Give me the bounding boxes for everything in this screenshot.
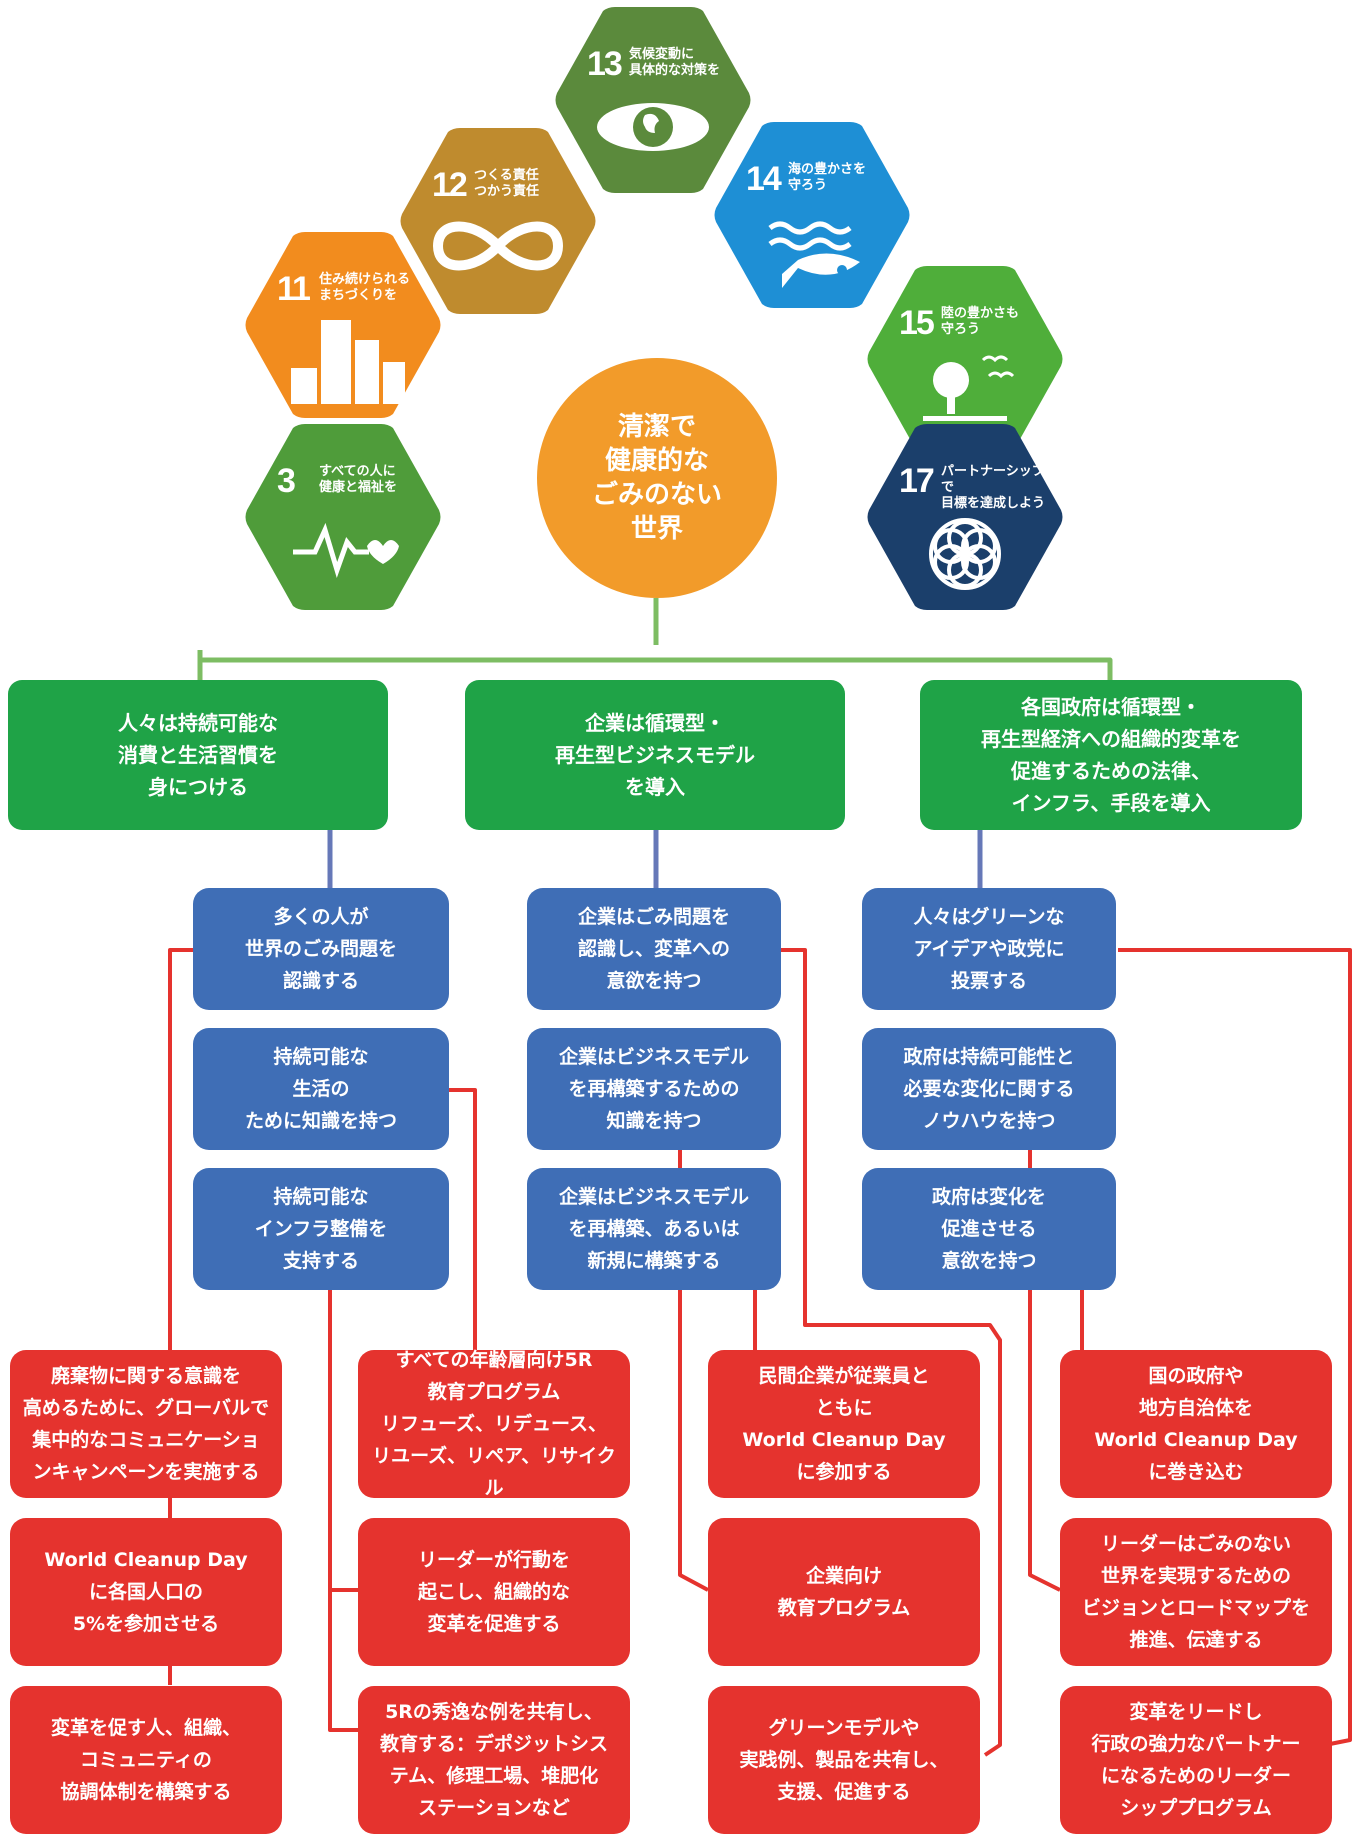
goal-number: 12 — [432, 166, 468, 204]
activity-box-1-2-text: World Cleanup Day に各国人口の 5%を参加させる — [44, 1549, 248, 1635]
condition-box-1-3-text: 持続可能な インフラ整備を 支持する — [254, 1186, 388, 1272]
heartbeat-icon — [245, 424, 441, 610]
outcome-box-3: 各国政府は循環型・ 再生型経済への組織的変革を 促進するための法律、 インフラ、… — [920, 680, 1302, 830]
condition-box-1-2-text: 持続可能な 生活の ために知識を持つ — [244, 1046, 397, 1132]
red-line-c — [328, 1290, 358, 1732]
condition-box-3-2-text: 政府は持続可能性と 必要な変化に関する ノウハウを持つ — [903, 1046, 1075, 1132]
activity-box-2-2-text: リーダーが行動を 起こし、組織的な 変革を促進する — [417, 1549, 570, 1635]
activity-box-1-2: World Cleanup Day に各国人口の 5%を参加させる — [10, 1518, 282, 1666]
red-line-f — [780, 948, 1002, 1757]
outcome-box-3-text: 各国政府は循環型・ 再生型経済への組織的変革を 促進するための法律、 インフラ、… — [981, 695, 1241, 815]
activity-box-2-3: 5Rの秀逸な例を共有し、 教育する：デポジットシス テム、修理工場、堆肥化 ステ… — [358, 1686, 630, 1834]
goal-number: 13 — [587, 45, 623, 83]
infinity-icon — [400, 128, 596, 314]
outcome-box-1: 人々は持続可能な 消費と生活習慣を 身につける — [8, 680, 388, 830]
goal-number: 14 — [746, 160, 782, 198]
activity-box-1-3: 変革を促す人、組織、 コミュニティの 協調体制を構築する — [10, 1686, 282, 1834]
activity-box-4-2-text: リーダーはごみのない 世界を実現するための ビジョンとロードマップを 推進、伝達… — [1081, 1533, 1310, 1651]
condition-box-3-3: 政府は変化を 促進させる 意欲を持つ — [862, 1168, 1116, 1290]
condition-box-1-3: 持続可能な インフラ整備を 支持する — [193, 1168, 449, 1290]
goal-label: 海の豊かさを 守ろう — [788, 162, 867, 193]
activity-box-4-1: 国の政府や 地方自治体を World Cleanup Day に巻き込む — [1060, 1350, 1332, 1498]
outcome-box-2-text: 企業は循環型・ 再生型ビジネスモデル を導入 — [555, 711, 755, 799]
activity-box-2-3-text: 5Rの秀逸な例を共有し、 教育する：デポジットシス テム、修理工場、堆肥化 ステ… — [379, 1701, 608, 1819]
goal-number: 17 — [899, 462, 935, 500]
goal-number: 3 — [277, 462, 296, 500]
red-line-a — [168, 948, 200, 1355]
goal-label: つくる責任 つかう責任 — [474, 168, 540, 199]
city-icon — [245, 232, 441, 418]
condition-box-2-1-text: 企業はごみ問題を 認識し、変革への 意欲を持つ — [577, 906, 730, 992]
goal-3-hexagon: 3 すべての人に 健康と福祉を — [243, 422, 443, 612]
condition-box-3-1: 人々はグリーンな アイデアや政党に 投票する — [862, 888, 1116, 1010]
goal-label: 気候変動に 具体的な対策を — [629, 47, 721, 78]
goal-number: 11 — [277, 270, 311, 308]
eye-globe-icon — [555, 7, 751, 193]
goal-label: すべての人に 健康と福祉を — [319, 464, 398, 495]
condition-box-3-1-text: 人々はグリーンな アイデアや政党に 投票する — [913, 906, 1065, 992]
activity-box-1-3-text: 変革を促す人、組織、 コミュニティの 協調体制を構築する — [50, 1717, 241, 1803]
goal-11-hexagon: 11 住み続けられる まちづくりを — [243, 230, 443, 420]
goal-number: 15 — [899, 304, 935, 342]
activity-box-3-2: 企業向け 教育プログラム — [708, 1518, 980, 1666]
activity-box-1-1: 廃棄物に関する意識を 高めるために、グローバルで 集中的なコミュニケーショ ンキ… — [10, 1350, 282, 1498]
condition-box-2-3-text: 企業はビジネスモデル を再構築、あるいは 新規に構築する — [558, 1186, 749, 1272]
activity-box-2-1: すべての年齢層向け5R 教育プログラム リフューズ、リデュース、 リユーズ、リペ… — [358, 1349, 630, 1499]
condition-box-2-3: 企業はビジネスモデル を再構築、あるいは 新規に構築する — [527, 1168, 781, 1290]
condition-box-1-1: 多くの人が 世界のごみ問題を 認識する — [193, 888, 449, 1010]
activity-box-3-1-text: 民間企業が従業員と ともに World Cleanup Day に参加する — [742, 1365, 946, 1483]
outcomes-bus-line — [197, 657, 1113, 688]
activity-box-4-3-text: 変革をリードし 行政の強力なパートナー になるためのリーダー シッププログラム — [1091, 1701, 1301, 1819]
red-line-h — [678, 1290, 709, 1592]
outcome-box-2: 企業は循環型・ 再生型ビジネスモデル を導入 — [465, 680, 845, 830]
condition-box-2-1: 企業はごみ問題を 認識し、変革への 意欲を持つ — [527, 888, 781, 1010]
activity-box-3-3: グリーンモデルや 実践例、製品を共有し、 支援、促進する — [708, 1686, 980, 1834]
activity-box-3-1: 民間企業が従業員と ともに World Cleanup Day に参加する — [708, 1350, 980, 1498]
activity-box-2-1-text: すべての年齢層向け5R 教育プログラム リフューズ、リデュース、 リユーズ、リペ… — [372, 1349, 616, 1499]
red-line-k — [1028, 1290, 1061, 1592]
goal-label: パートナーシップで 目標を達成しよう — [941, 464, 1046, 511]
activity-box-3-2-text: 企業向け 教育プログラム — [777, 1565, 911, 1619]
red-line-m — [1118, 948, 1352, 1747]
vision-circle: 清潔で 健康的な ごみのない 世界 — [537, 358, 777, 598]
activity-box-3-3-text: グリーンモデルや 実践例、製品を共有し、 支援、促進する — [739, 1717, 949, 1803]
goal-label: 陸の豊かさも 守ろう — [941, 306, 1020, 337]
activity-box-4-1-text: 国の政府や 地方自治体を World Cleanup Day に巻き込む — [1094, 1365, 1298, 1483]
flower-rings-icon — [867, 424, 1063, 610]
activity-box-4-3: 変革をリードし 行政の強力なパートナー になるためのリーダー シッププログラム — [1060, 1686, 1332, 1834]
condition-box-3-3-text: 政府は変化を 促進させる 意欲を持つ — [931, 1186, 1046, 1272]
condition-box-2-2-text: 企業はビジネスモデル を再構築するための 知識を持つ — [558, 1046, 749, 1132]
red-line-b — [440, 1088, 477, 1355]
activity-box-4-2: リーダーはごみのない 世界を実現するための ビジョンとロードマップを 推進、伝達… — [1060, 1518, 1332, 1666]
vision-text: 清潔で 健康的な ごみのない 世界 — [591, 412, 722, 544]
activity-box-2-2: リーダーが行動を 起こし、組織的な 変革を促進する — [358, 1518, 630, 1666]
activity-box-1-1-text: 廃棄物に関する意識を 高めるために、グローバルで 集中的なコミュニケーショ ンキ… — [22, 1365, 270, 1483]
goal-label: 住み続けられる まちづくりを — [319, 272, 411, 303]
condition-box-1-2: 持続可能な 生活の ために知識を持つ — [193, 1028, 449, 1150]
condition-box-2-2: 企業はビジネスモデル を再構築するための 知識を持つ — [527, 1028, 781, 1150]
outcome-box-1-text: 人々は持続可能な 消費と生活習慣を 身につける — [118, 711, 278, 799]
condition-box-3-2: 政府は持続可能性と 必要な変化に関する ノウハウを持つ — [862, 1028, 1116, 1150]
fish-waves-icon — [714, 122, 910, 308]
condition-box-1-1-text: 多くの人が 世界のごみ問題を 認識する — [244, 906, 397, 992]
